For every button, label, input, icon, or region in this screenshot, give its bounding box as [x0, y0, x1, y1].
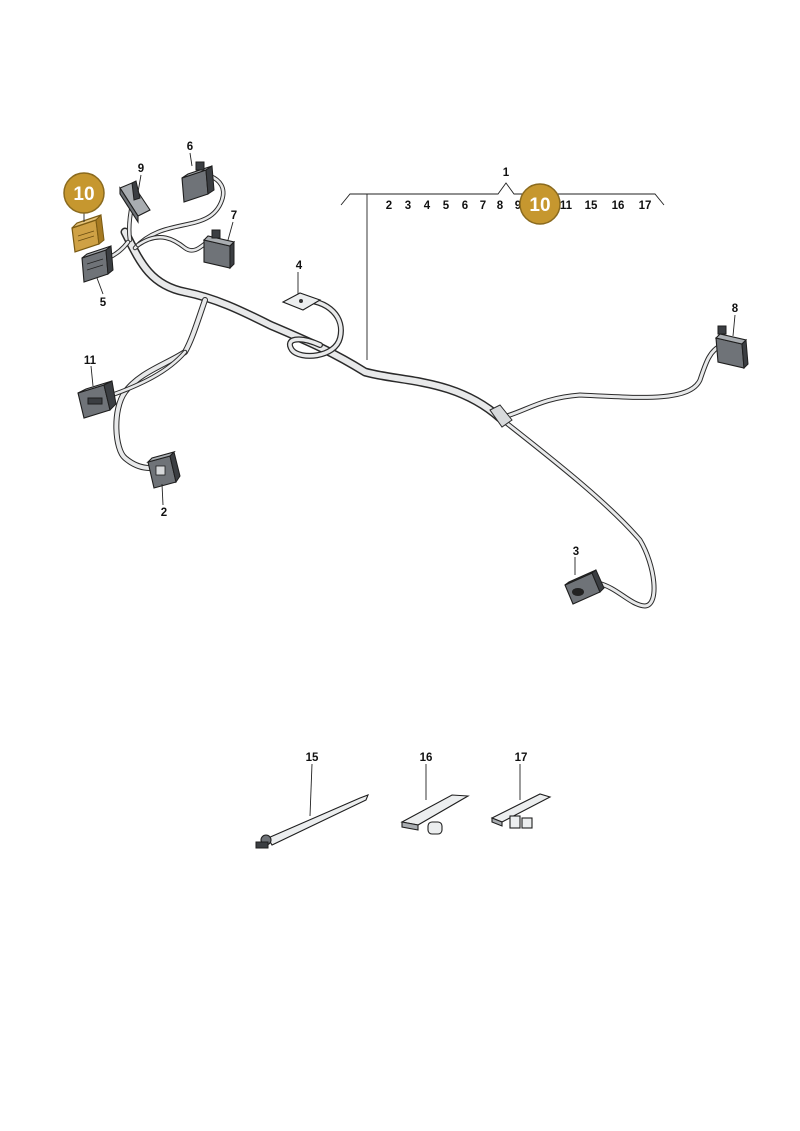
highlight-badge-10[interactable]: 10 [63, 172, 105, 214]
bracket-number: 9 [515, 200, 521, 212]
connector-11[interactable] [77, 380, 117, 419]
callout-9: 9 [138, 163, 144, 175]
harness-cables [105, 173, 725, 609]
bracket-number-list: 2 3 4 5 6 7 8 9 11 15 16 17 [386, 200, 652, 212]
bracket-number: 8 [497, 200, 504, 212]
connector-6[interactable] [181, 161, 215, 203]
connector-5[interactable] [81, 245, 114, 283]
clip-16[interactable] [400, 794, 470, 835]
connector-3[interactable] [564, 569, 605, 605]
bracket-number: 16 [612, 200, 625, 212]
bracket-number: 17 [639, 200, 652, 212]
connector-10[interactable] [71, 213, 105, 253]
connector-4[interactable] [281, 292, 322, 311]
bracket-number: 5 [443, 200, 450, 212]
bracket-number: 6 [462, 200, 468, 212]
bracket-number: 11 [560, 200, 573, 212]
callout-15: 15 [306, 752, 319, 764]
callout-6: 6 [187, 141, 193, 153]
callout-5: 5 [100, 297, 107, 309]
svg-text:10: 10 [529, 195, 550, 216]
connector-8[interactable] [714, 325, 749, 370]
callout-11: 11 [84, 355, 97, 367]
callout-4: 4 [296, 260, 303, 272]
connector-9[interactable] [119, 180, 151, 224]
clip-17[interactable] [490, 793, 552, 829]
callout-17: 17 [515, 752, 528, 764]
leader-lines [83, 152, 736, 817]
bracket-number: 3 [405, 200, 411, 212]
cable-tie-15[interactable] [255, 794, 369, 849]
connector-7[interactable] [202, 229, 236, 270]
callout-1: 1 [503, 167, 510, 179]
callout-7: 7 [231, 210, 237, 222]
callout-labels: 1 6 9 7 5 4 11 2 3 8 15 16 17 [84, 141, 739, 764]
bracket-number: 15 [585, 200, 598, 212]
bracket-number: 2 [386, 200, 392, 212]
callout-3: 3 [573, 546, 579, 558]
svg-text:10: 10 [73, 184, 94, 205]
bracket-number: 4 [424, 200, 431, 212]
callout-16: 16 [420, 752, 433, 764]
callout-2: 2 [161, 507, 167, 519]
connector-2[interactable] [146, 450, 181, 489]
highlight-badge-10-list[interactable]: 10 [519, 183, 561, 225]
callout-8: 8 [732, 303, 739, 315]
bracket-number: 7 [480, 200, 486, 212]
